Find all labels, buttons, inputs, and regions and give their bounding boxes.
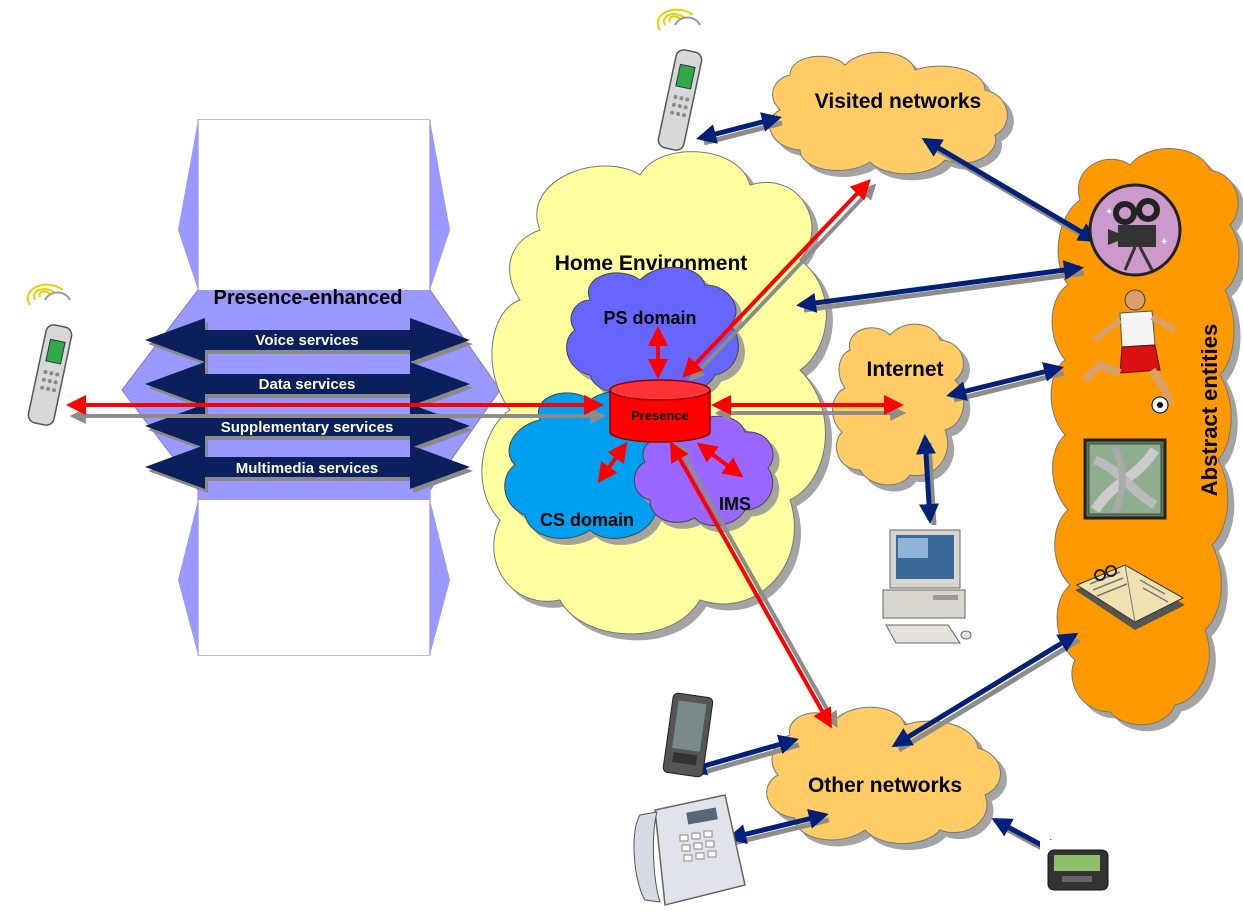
presence-ims-arrow [696,442,744,478]
blue-arrows [686,112,1101,863]
ims-label: IMS [719,494,751,514]
internet-computer-arrow [915,434,940,524]
internet-abstract-arrow [946,362,1064,401]
voice-services-arrow: Voice services [145,318,473,366]
ps-domain-cloud [566,266,739,395]
road-junction-icon [1083,438,1167,520]
other-networks-label: Other networks [808,774,962,797]
visited-networks-label: Visited networks [815,90,982,113]
deskphone-other-arrow [726,809,829,844]
data-services-arrow: Data services [145,362,473,410]
presence-visited-arrow [682,179,871,378]
cs-domain-label: CS domain [540,510,634,530]
multimedia-services-arrow: Multimedia services [145,445,473,493]
voice-services-label: Voice services [255,332,358,349]
book-icon [1075,564,1185,630]
other-abstract-arrow [891,632,1079,748]
soccer-player-icon [1082,289,1177,414]
abstract-entities-label: Abstract entities [1197,324,1222,496]
data-services-label: Data services [259,376,356,393]
supplementary-services-label: Supplementary services [221,419,394,436]
home-abstract-arrow [796,260,1084,313]
pager-icon [1040,840,1128,900]
pda-icon [662,692,714,778]
mobile-phone-icon [26,283,73,426]
internet-label: Internet [866,358,943,381]
presence-label: Presence [631,408,689,423]
home-environment-title: Home Environment [555,252,748,275]
red-arrows [66,179,907,729]
ps-domain-label: PS domain [603,308,696,328]
mobile-phone-icon [656,8,703,151]
presence-other-arrow [670,441,832,729]
phone-visited-arrow [696,112,782,144]
presence-database: Presence [609,379,711,443]
pda-other-arrow [686,734,799,776]
multimedia-services-label: Multimedia services [236,460,379,477]
presence-cs-arrow [597,441,628,484]
visited-networks-cloud [769,51,1008,175]
desk-phone-icon [633,794,746,906]
visited-abstract-arrow [921,137,1099,243]
desktop-computer-icon [878,525,988,665]
presence-enhanced-title: Presence-enhanced [214,287,403,309]
svg-text:✦: ✦ [1105,207,1113,218]
svg-text:✦: ✦ [1160,237,1168,248]
film-camera-icon: ✦ ✦ [1088,183,1182,277]
